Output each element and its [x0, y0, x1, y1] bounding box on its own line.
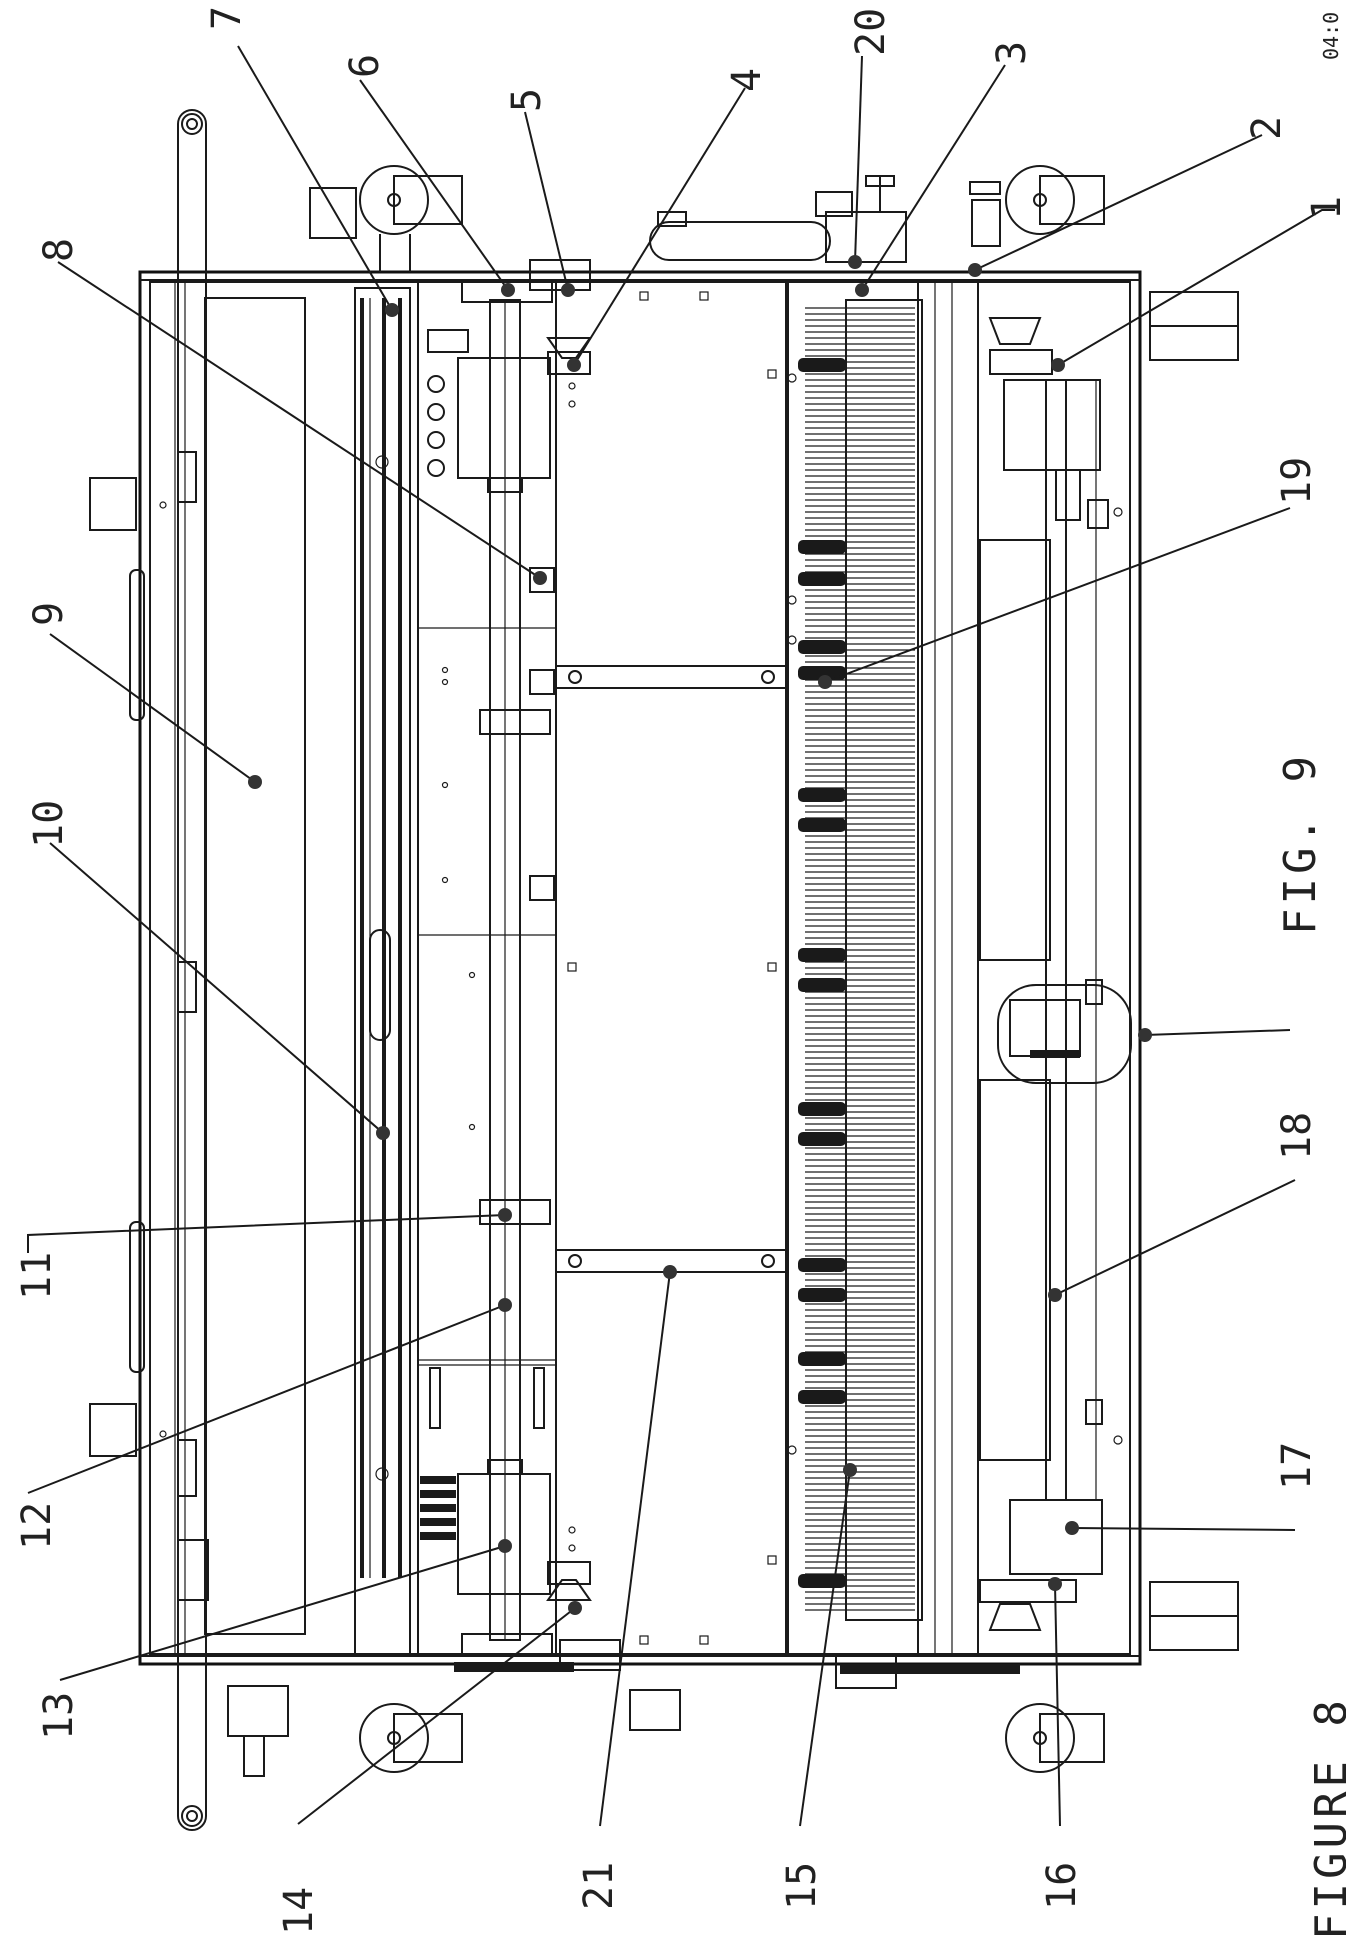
castor-bottom-right: [1005, 291, 1239, 1773]
callout-2: 2: [1244, 116, 1290, 140]
castor-top-left: [309, 165, 463, 272]
callout-4: 4: [724, 68, 770, 92]
right-drive-assembly: [917, 279, 1132, 1657]
machine-frame: [138, 270, 1142, 1666]
leader-lines: [27, 45, 1335, 1827]
central-plate: [529, 259, 787, 1671]
figure-title: FIGURE 8: [1306, 1696, 1346, 1940]
panel-9: [89, 282, 306, 1654]
callout-12: 12: [14, 1502, 60, 1550]
callout-6: 6: [342, 54, 388, 78]
callout-11: 11: [14, 1252, 60, 1300]
callout-1: 1: [1304, 196, 1346, 220]
detail-region-fig9: [997, 984, 1132, 1084]
callout-labels: 1 2 3 20 4 5 6 7 8 9 10 11 12 13 14 21 1…: [14, 6, 1346, 1935]
drive-chain-bottom: [454, 1653, 1020, 1689]
callout-16: 16: [1039, 1862, 1085, 1910]
spring-13: [420, 1476, 456, 1540]
brush-comb-15: [787, 279, 923, 1657]
leader-dots: [248, 255, 1152, 1615]
callout-19: 19: [1274, 457, 1320, 505]
callout-14: 14: [276, 1887, 322, 1935]
detail-fig-label: FIG. 9: [1275, 752, 1326, 935]
callout-9: 9: [26, 602, 72, 626]
corner-label: 04:0: [1319, 12, 1343, 60]
callout-15: 15: [779, 1862, 825, 1910]
castor-bottom-left: [227, 1685, 681, 1777]
callout-13: 13: [36, 1692, 82, 1740]
callout-8: 8: [36, 238, 82, 262]
callout-20: 20: [848, 8, 894, 56]
callout-21: 21: [576, 1862, 622, 1910]
rail-10: [354, 287, 411, 1655]
callout-18: 18: [1274, 1112, 1320, 1160]
callout-5: 5: [504, 88, 550, 112]
callout-17: 17: [1274, 1442, 1320, 1490]
callout-3: 3: [989, 41, 1035, 65]
callout-10: 10: [26, 800, 72, 848]
shaft-assembly: [417, 279, 557, 1657]
strap-19-upper: [555, 665, 787, 689]
callout-7: 7: [204, 6, 250, 30]
castor-top-right: [969, 165, 1105, 247]
handle-rail: [177, 109, 207, 1831]
drive-20: [649, 175, 907, 263]
